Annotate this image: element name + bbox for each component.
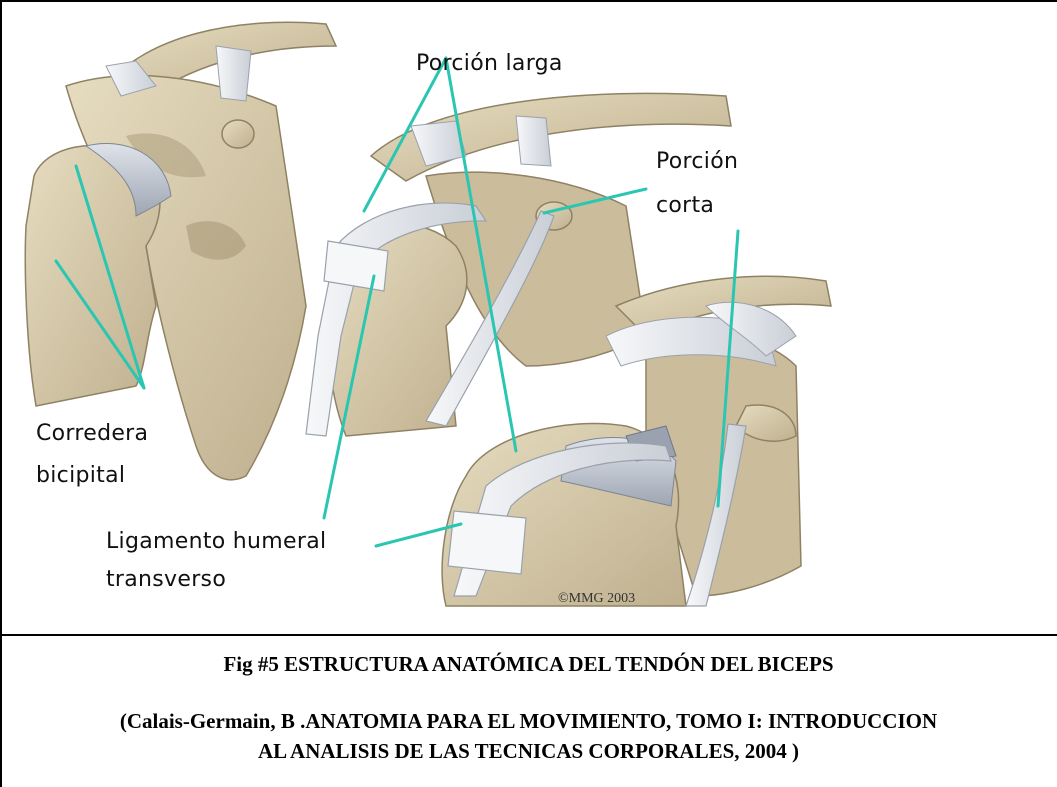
label-groove-line2: bicipital	[36, 463, 125, 488]
label-ligament-line1: Ligamento humeral	[106, 529, 326, 554]
anatomy-illustration: Porción larga Porción corta Corredera bi…	[6, 6, 1046, 630]
label-short-head-line2: corta	[656, 193, 714, 218]
table-row-divider	[0, 634, 1057, 636]
label-ligament-line2: transverso	[106, 567, 226, 592]
label-groove-line1: Corredera	[36, 421, 148, 446]
label-short-head-line1: Porción	[656, 149, 738, 174]
figure-caption-reference: (Calais-Germain, B .ANATOMIA PARA EL MOV…	[0, 706, 1057, 766]
reference-line-2: AL ANALISIS DE LAS TECNICAS CORPORALES, …	[0, 736, 1057, 766]
copyright-notice: ©MMG 2003	[558, 591, 635, 606]
label-long-head: Porción larga	[416, 51, 563, 76]
reference-line-1: (Calais-Germain, B .ANATOMIA PARA EL MOV…	[0, 706, 1057, 736]
left-shoulder-view	[25, 22, 336, 479]
figure-caption-title: Fig #5 ESTRUCTURA ANATÓMICA DEL TENDÓN D…	[0, 652, 1057, 677]
table-top-border	[0, 0, 1057, 2]
